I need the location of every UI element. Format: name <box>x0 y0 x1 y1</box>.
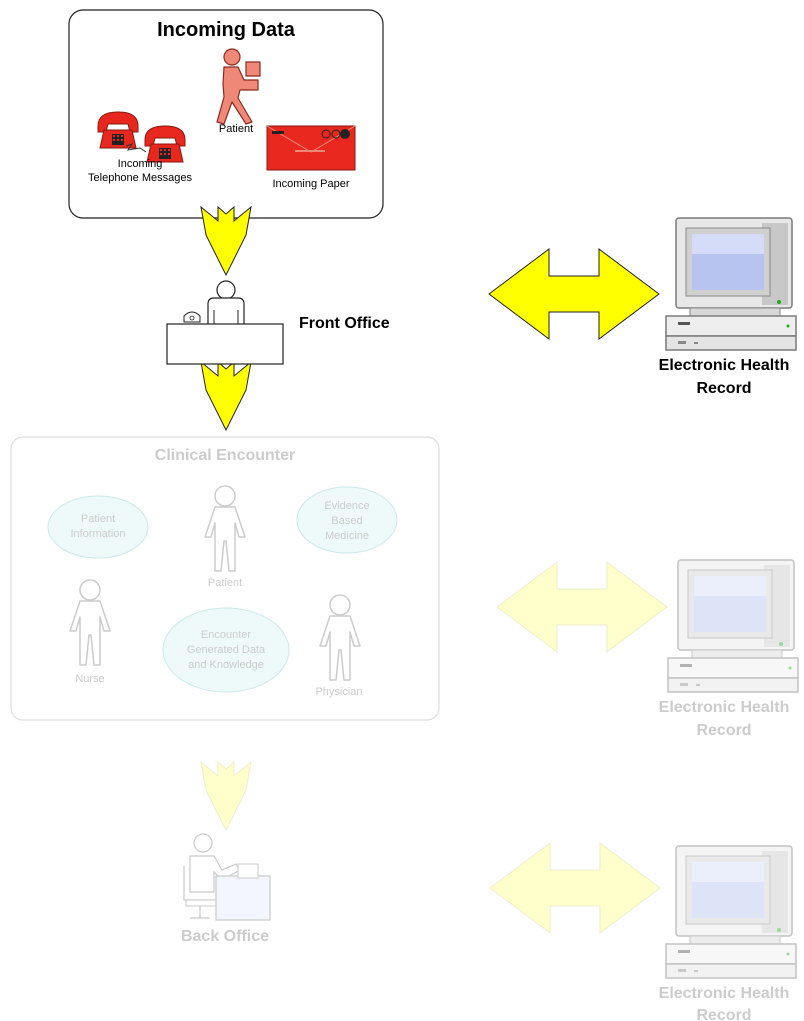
patient-information-line1: Patient <box>81 513 115 525</box>
incoming-data-title: Incoming Data <box>157 19 296 41</box>
clinical-encounter-title: Clinical Encounter <box>155 447 295 464</box>
encounter-data-line3: and Knowledge <box>188 659 264 671</box>
walking-patient-icon <box>216 48 261 125</box>
envelope-icon <box>266 125 356 171</box>
ehr-faded-label-line2: Record <box>696 1007 751 1021</box>
evidence-based-medicine-bubble <box>296 486 398 554</box>
clinical-encounter-panel: Clinical Encounter Patient Information E… <box>10 436 440 721</box>
incoming-data-panel: Incoming Data Patient Incoming Telephone… <box>68 9 384 219</box>
arrow-to-front-office-icon <box>200 206 252 276</box>
back-office-desk-icon <box>183 833 271 921</box>
ehr-faded-label-line2: Record <box>696 722 751 739</box>
ehr-computer-faded-icon <box>667 559 799 693</box>
ehr-faded-label-line1: Electronic Health <box>659 985 790 1002</box>
back-office-label: Back Office <box>181 928 269 945</box>
encounter-data-bubble <box>162 607 290 693</box>
ehr-label-line1: Electronic Health <box>659 357 790 374</box>
evidence-based-medicine-line2: Based <box>331 515 362 527</box>
evidence-based-medicine-line3: Medicine <box>325 530 369 542</box>
arrow-to-back-office-icon <box>200 761 252 831</box>
encounter-data-line2: Generated Data <box>187 644 266 656</box>
telephone-label-line2: Telephone Messages <box>88 172 192 184</box>
telephone-label-line1: Incoming <box>118 158 163 170</box>
front-office-desk-icon <box>166 280 284 365</box>
front-office-ehr-exchange-icon <box>488 248 660 340</box>
patient-information-bubble <box>47 495 149 559</box>
arrow-to-clinical-icon <box>200 361 252 431</box>
telephone-icon <box>97 111 186 163</box>
ehr-label-line2: Record <box>696 380 751 397</box>
incoming-paper-label: Incoming Paper <box>272 178 349 190</box>
encounter-data-line1: Encounter <box>201 629 251 641</box>
ehr-computer-faded-icon <box>665 845 797 979</box>
clinical-ehr-exchange-icon <box>496 561 668 653</box>
nurse-label: Nurse <box>75 673 104 685</box>
incoming-patient-label: Patient <box>219 123 253 135</box>
back-office-ehr-exchange-icon <box>489 842 661 934</box>
ehr-faded-label-line1: Electronic Health <box>659 699 790 716</box>
evidence-based-medicine-line1: Evidence <box>324 500 369 512</box>
clinical-patient-label: Patient <box>208 577 242 589</box>
ehr-computer-icon <box>665 217 797 351</box>
front-office-label: Front Office <box>299 315 390 332</box>
physician-label: Physician <box>315 686 362 698</box>
patient-information-line2: Information <box>70 528 125 540</box>
